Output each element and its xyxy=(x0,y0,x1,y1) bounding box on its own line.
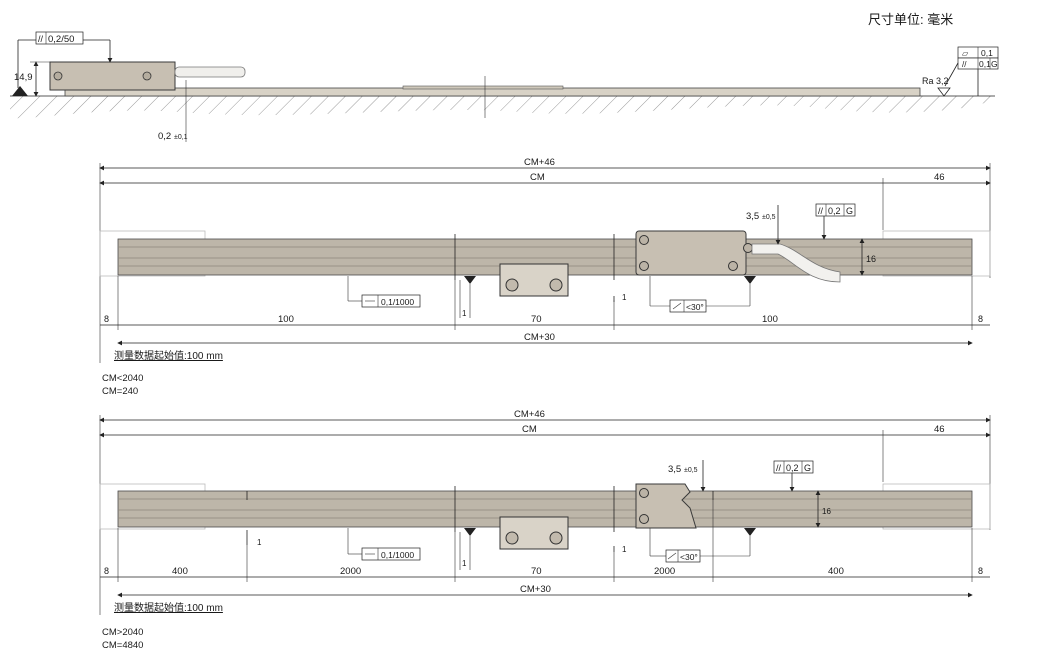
flatness: 0,1/1000 xyxy=(381,550,414,560)
datum-triangle-icon xyxy=(12,86,28,96)
start-note: 测量数据起始值:100 mm xyxy=(114,601,223,614)
head-screw-icon xyxy=(639,488,649,498)
segment-2: 2000 xyxy=(340,566,361,577)
head-screw-icon xyxy=(728,261,738,271)
offset-tolerance: ±0,5 xyxy=(762,214,776,221)
total-length: CM+30 xyxy=(524,332,555,343)
reading-head xyxy=(635,230,747,276)
flatness-tolerance: 0,2/50 xyxy=(48,34,74,45)
measuring-length: CM xyxy=(530,172,545,183)
scale-rail xyxy=(117,238,973,276)
parallel-top: 0,1 xyxy=(981,48,993,58)
small-dim-c: 1 xyxy=(622,545,627,554)
datum: G xyxy=(804,463,811,473)
cable-angle: <30° xyxy=(680,552,698,562)
datum-triangle-icon xyxy=(464,276,476,284)
end-length-right: 46 xyxy=(934,424,945,435)
condition-2: CM=4840 xyxy=(102,640,143,651)
total-length: CM+30 xyxy=(520,584,551,595)
segment-1: 100 xyxy=(278,314,294,325)
flatness: 0,1/1000 xyxy=(381,297,414,307)
head-screw-icon xyxy=(639,261,649,271)
side-height: 14,9 xyxy=(14,72,33,83)
head-screw-icon xyxy=(639,235,649,245)
block-screw-icon xyxy=(549,278,563,292)
cable-side xyxy=(174,66,246,78)
parallel-bottom: 0,1 xyxy=(979,59,991,69)
head-screw-icon xyxy=(743,243,753,253)
head-screw-icon xyxy=(639,514,649,524)
parallelism: 0,2 xyxy=(786,463,799,473)
condition-1: CM>2040 xyxy=(102,627,143,638)
right-end: 8 xyxy=(978,314,983,324)
side-view: // 0,2/50 14,9 0,2 ±0,1 ▱ // 0,1 0,1 G R… xyxy=(10,31,999,142)
block-screw-icon xyxy=(505,531,519,545)
overall-length: CM+46 xyxy=(524,157,555,168)
svg-text://: // xyxy=(776,463,782,473)
head-screw-icon xyxy=(142,71,152,81)
cable xyxy=(751,243,841,283)
surface-roughness: Ra 3,2 xyxy=(922,76,949,86)
svg-text://: // xyxy=(962,60,967,69)
small-dim-a: 1 xyxy=(462,309,467,318)
head-screw-icon xyxy=(53,71,63,81)
segment-2: 70 xyxy=(531,314,542,325)
datum-triangle-icon xyxy=(464,528,476,536)
block-screw-icon xyxy=(505,278,519,292)
datum-triangle-icon xyxy=(744,276,756,284)
roughness-icon xyxy=(937,87,951,97)
segment-1: 400 xyxy=(172,566,188,577)
segment-3: 70 xyxy=(531,566,542,577)
svg-text://: // xyxy=(818,206,824,216)
datum: G xyxy=(846,206,853,216)
left-end: 8 xyxy=(104,566,109,576)
svg-text:▱: ▱ xyxy=(962,49,969,58)
offset-tolerance: ±0,5 xyxy=(684,467,698,474)
condition-1: CM<2040 xyxy=(102,373,143,384)
segment-5: 400 xyxy=(828,566,844,577)
rail-height: 16 xyxy=(866,254,876,264)
small-dim-b: 1 xyxy=(622,293,627,302)
small-dim-a: 1 xyxy=(462,559,467,568)
rail-height: 16 xyxy=(822,507,831,516)
overall-length: CM+46 xyxy=(514,409,545,420)
start-note: 测量数据起始值:100 mm xyxy=(114,349,223,362)
condition-2: CM=240 xyxy=(102,386,138,397)
reading-head-side xyxy=(49,61,176,91)
segment-3: 100 xyxy=(762,314,778,325)
end-length-right: 46 xyxy=(934,172,945,183)
datum-triangle-icon xyxy=(744,528,756,536)
cable-angle: <30° xyxy=(686,302,704,312)
right-end: 8 xyxy=(978,566,983,576)
side-gap-tolerance: ±0,1 xyxy=(174,134,188,141)
view-1: CM+46 CM 46 3,5 ±0,5 // 0,2 xyxy=(99,157,991,397)
view-2: CM+46 CM 46 3,5 ±0,5 // 0,2 G 16 xyxy=(99,409,991,651)
reading-head xyxy=(635,483,697,529)
offset: 3,5 xyxy=(668,464,681,475)
side-gap: 0,2 xyxy=(158,131,171,142)
small-dim-b: 1 xyxy=(257,538,262,547)
parallelism: 0,2 xyxy=(828,206,841,216)
scale-clip xyxy=(402,85,564,90)
datum-g: G xyxy=(991,59,998,69)
left-end: 8 xyxy=(104,314,109,324)
offset: 3,5 xyxy=(746,211,759,222)
unit-note: 尺寸单位: 毫米 xyxy=(868,12,953,27)
svg-text://: // xyxy=(38,34,44,44)
measuring-length: CM xyxy=(522,424,537,435)
block-screw-icon xyxy=(549,531,563,545)
segment-4: 2000 xyxy=(654,566,675,577)
